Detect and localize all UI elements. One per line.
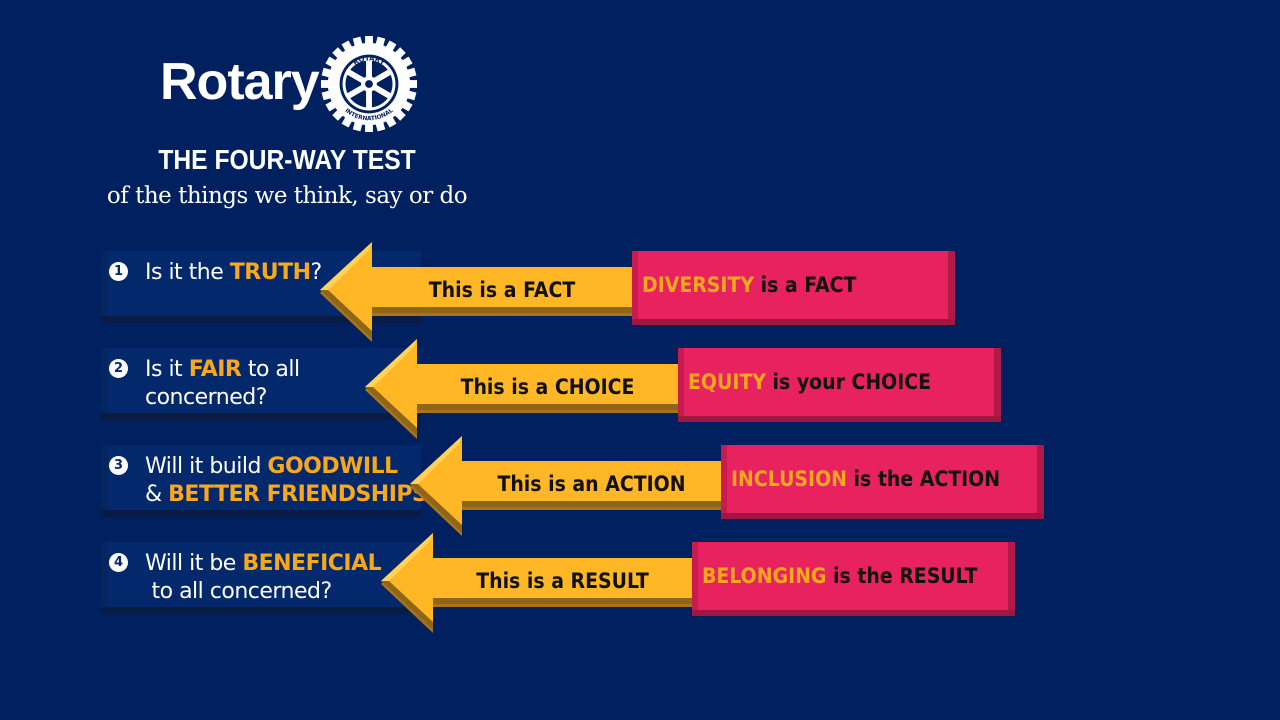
question-segment: to all concerned? [145, 357, 300, 410]
statement-text: INCLUSION is the ACTION [731, 467, 1000, 491]
rotary-logo-text: Rotary [160, 53, 320, 111]
statement-rest: is the RESULT [826, 564, 978, 588]
question-segment: TRUTH [229, 260, 311, 285]
question-segment: BENEFICIAL [242, 551, 382, 576]
statement-box-3: INCLUSION is the ACTION [721, 445, 1044, 519]
question-box-2: 2 Is it FAIR to all concerned? [101, 348, 421, 420]
statement-keyword: INCLUSION [731, 467, 847, 491]
page-title: THE FOUR-WAY TEST [158, 144, 416, 175]
question-segment: Will it be [145, 551, 243, 576]
arrow-label: This is an ACTION [497, 472, 686, 496]
statement-text: DIVERSITY is a FACT [642, 273, 856, 297]
question-segment: FAIR [188, 357, 242, 382]
statement-box-4: BELONGING is the RESULT [692, 542, 1015, 616]
rotary-wheel-logo-icon: ROTARY INTERNATIONAL [320, 35, 418, 133]
question-text: Is it the TRUTH? [145, 259, 322, 287]
statement-rest: is a FACT [754, 273, 857, 297]
statement-text: EQUITY is your CHOICE [688, 370, 931, 394]
number-badge: 2 [109, 359, 128, 378]
question-box-4: 4 Will it be BENEFICIAL to all concerned? [101, 542, 421, 614]
arrow-label: This is a RESULT [476, 569, 649, 593]
statement-rest: is the ACTION [846, 467, 1001, 491]
statement-box-2: EQUITY is your CHOICE [678, 348, 1001, 422]
question-segment: to all concerned? [151, 579, 332, 604]
number-badge: 1 [109, 262, 128, 281]
statement-rest: is your CHOICE [765, 370, 932, 394]
question-text: Will it build GOODWILL & BETTER FRIENDSH… [145, 453, 439, 509]
question-segment: & [145, 482, 162, 507]
statement-keyword: DIVERSITY [642, 273, 755, 297]
question-box-3: 3 Will it build GOODWILL & BETTER FRIENDS… [101, 445, 439, 517]
statement-keyword: EQUITY [688, 370, 766, 394]
statement-text: BELONGING is the RESULT [702, 564, 977, 588]
question-segment: Is it the [145, 260, 230, 285]
page-subtitle: of the things we think, say or do [106, 183, 468, 209]
question-segment: GOODWILL [267, 454, 398, 479]
question-text: Is it FAIR to all concerned? [145, 356, 300, 412]
statement-keyword: BELONGING [702, 564, 827, 588]
question-segment: Will it build [145, 454, 268, 479]
question-segment: ? [310, 260, 323, 285]
question-segment: Is it [145, 357, 189, 382]
question-segment: BETTER FRIENDSHIPS [168, 482, 428, 507]
number-badge: 3 [109, 456, 128, 475]
arrow-label: This is a CHOICE [460, 375, 635, 399]
statement-box-1: DIVERSITY is a FACT [632, 251, 955, 325]
question-text: Will it be BENEFICIAL to all concerned? [145, 550, 382, 606]
arrow-label: This is a FACT [428, 278, 576, 302]
number-badge: 4 [109, 553, 128, 572]
